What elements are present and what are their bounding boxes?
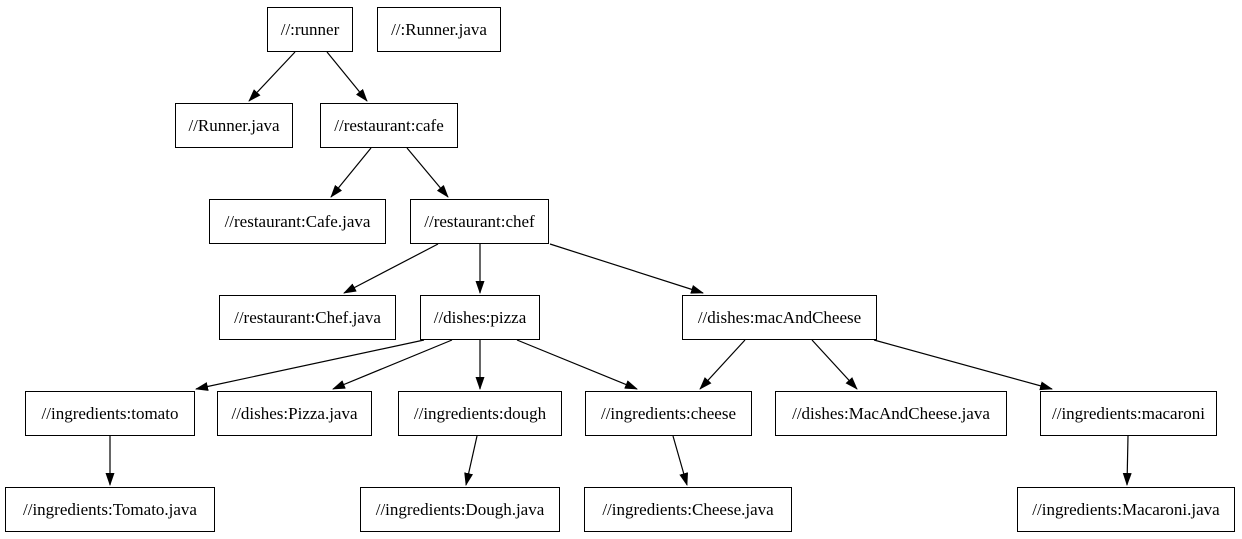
node-pizza-java: //dishes:Pizza.java: [217, 391, 372, 436]
edge-mac-and-cheese-to-cheese: [699, 339, 746, 390]
node-mac-and-cheese-java: //dishes:MacAndCheese.java: [775, 391, 1007, 436]
edge-runner-to-cafe: [326, 51, 368, 102]
node-macaroni-java: //ingredients:Macaroni.java: [1017, 487, 1235, 532]
edge-cheese-to-cheese-java: [672, 435, 689, 486]
edge-mac-and-cheese-to-mac-and-cheese-java: [811, 339, 858, 390]
node-cafe: //restaurant:cafe: [320, 103, 458, 148]
node-runner-java: //Runner.java: [175, 103, 293, 148]
node-tomato-java: //ingredients:Tomato.java: [5, 487, 215, 532]
edge-mac-and-cheese-to-macaroni: [873, 339, 1053, 391]
node-cheese: //ingredients:cheese: [585, 391, 752, 436]
edge-dough-to-dough-java: [464, 435, 478, 486]
node-pizza: //dishes:pizza: [420, 295, 540, 340]
edge-chef-to-mac-and-cheese: [549, 243, 704, 294]
node-mac-and-cheese: //dishes:macAndCheese: [682, 295, 877, 340]
edge-pizza-to-tomato: [195, 339, 425, 391]
edge-cafe-to-chef: [406, 147, 449, 198]
node-chef: //restaurant:chef: [410, 199, 549, 244]
node-dough: //ingredients:dough: [398, 391, 562, 436]
edge-chef-to-chef-java: [343, 243, 439, 294]
edge-runner-to-runner-java: [248, 51, 296, 102]
node-macaroni: //ingredients:macaroni: [1040, 391, 1217, 436]
node-chef-java: //restaurant:Chef.java: [219, 295, 396, 340]
edge-macaroni-to-macaroni-java: [1122, 435, 1132, 486]
node-runner-java-root: //:Runner.java: [377, 7, 501, 52]
node-cheese-java: //ingredients:Cheese.java: [584, 487, 792, 532]
edge-pizza-to-cheese: [516, 339, 638, 390]
node-runner: //:runner: [267, 7, 353, 52]
node-dough-java: //ingredients:Dough.java: [360, 487, 560, 532]
node-tomato: //ingredients:tomato: [25, 391, 195, 436]
edge-cafe-to-cafe-java: [330, 147, 372, 198]
node-cafe-java: //restaurant:Cafe.java: [209, 199, 386, 244]
edge-pizza-to-pizza-java: [332, 339, 453, 390]
